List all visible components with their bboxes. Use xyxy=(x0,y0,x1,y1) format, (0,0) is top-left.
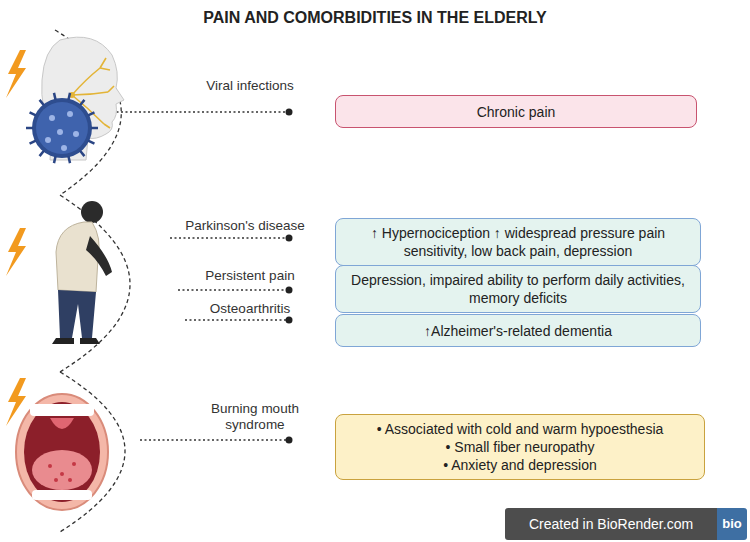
diagram-title: PAIN AND COMORBIDITIES IN THE ELDERLY xyxy=(0,9,750,27)
leader-line xyxy=(140,439,288,440)
watermark: Created in BioRender.com xyxy=(505,508,717,540)
lightning-bolt xyxy=(6,228,26,276)
end-dot xyxy=(286,109,293,116)
person-illustration xyxy=(52,201,112,344)
box-text: Depression, impaired ability to perform … xyxy=(346,271,690,307)
comorbidity-box: Depression, impaired ability to perform … xyxy=(335,265,701,313)
box-text: ↑Alzheimer's-related dementia xyxy=(424,322,612,340)
cause-label: Osteoarthritis xyxy=(180,301,320,317)
box-text: Chronic pain xyxy=(477,103,556,121)
box-text: ↑ Hypernociception ↑ widespread pressure… xyxy=(346,224,690,260)
leader-line xyxy=(170,237,288,238)
leader-line xyxy=(178,289,288,290)
cause-label: Burning mouth syndrome xyxy=(190,401,320,433)
cause-label: Viral infections xyxy=(180,78,320,94)
lightning-bolt xyxy=(6,50,26,98)
cause-label: Persistent pain xyxy=(180,268,320,284)
box-text: • Small fiber neuropathy xyxy=(446,438,595,456)
end-dot xyxy=(286,235,293,242)
comorbidity-box: • Associated with cold and warm hypoesth… xyxy=(335,414,705,480)
comorbidity-box: Chronic pain xyxy=(335,95,697,128)
box-text: • Anxiety and depression xyxy=(443,456,597,474)
virus-illustration xyxy=(26,93,98,163)
leader-line xyxy=(185,319,288,320)
end-dot xyxy=(286,437,293,444)
leader-line xyxy=(112,111,288,112)
mouth-illustration xyxy=(16,394,108,510)
comorbidity-box: ↑ Hypernociception ↑ widespread pressure… xyxy=(335,218,701,266)
end-dot xyxy=(286,287,293,294)
lightning-bolt xyxy=(6,378,26,426)
end-dot xyxy=(286,317,293,324)
comorbidity-box: ↑Alzheimer's-related dementia xyxy=(335,314,701,347)
cause-label: Parkinson's disease xyxy=(170,218,320,234)
box-text: • Associated with cold and warm hypoesth… xyxy=(377,420,664,438)
watermark-logo: bio xyxy=(717,508,747,540)
